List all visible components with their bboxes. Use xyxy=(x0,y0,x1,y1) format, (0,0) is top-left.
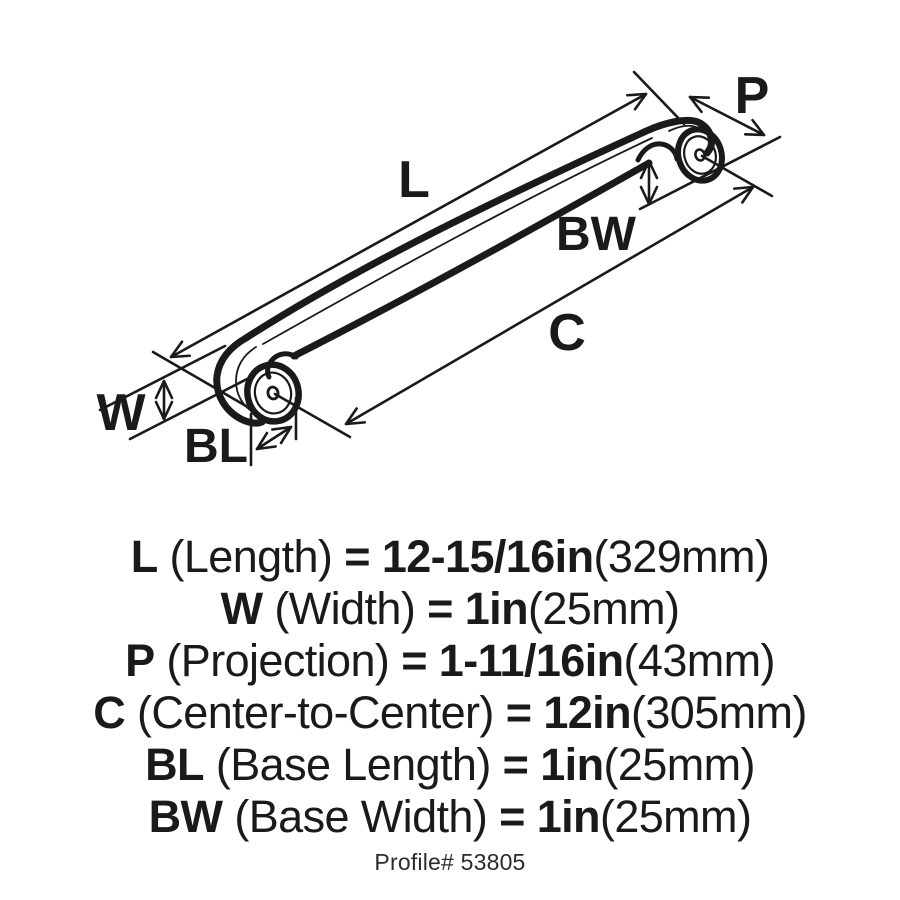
spec-metric: (25mm) xyxy=(603,739,755,790)
spec-abbr: C xyxy=(93,687,126,738)
spec-equals: = xyxy=(344,531,370,582)
spec-name: (Base Width) xyxy=(234,791,488,842)
width-label: W xyxy=(96,384,146,442)
width-boundary-lower xyxy=(128,376,251,441)
spec-metric: (25mm) xyxy=(599,791,752,842)
dimension-spec-list: L (Length) = 12-15/16in(329mm) W (Width)… xyxy=(0,531,900,876)
right-foot-screw-hole xyxy=(694,148,706,162)
spec-row-center-to-center: C (Center-to-Center) = 12in(305mm) xyxy=(0,687,900,739)
projection-dimension-line xyxy=(688,95,766,137)
spec-equals: = xyxy=(505,687,532,738)
center-label: C xyxy=(548,304,586,362)
spec-abbr: P xyxy=(125,635,155,686)
left-foot-outer-ring xyxy=(244,361,302,425)
spec-abbr: W xyxy=(220,583,263,634)
spec-metric: (305mm) xyxy=(630,687,807,738)
spec-equals: = xyxy=(427,583,453,634)
spec-row-base-length: BL (Base Length) = 1in(25mm) xyxy=(0,739,900,791)
spec-metric: (43mm) xyxy=(623,635,776,686)
spec-metric: (329mm) xyxy=(593,531,770,582)
spec-abbr: BL xyxy=(145,739,204,790)
spec-value: 12in xyxy=(543,687,631,738)
base-width-label: BW xyxy=(556,208,637,261)
spec-name: (Width) xyxy=(274,583,416,634)
spec-value: 1-11/16in xyxy=(438,635,624,686)
spec-value: 1in xyxy=(536,791,601,842)
width-boundary-upper xyxy=(98,344,227,412)
length-projection-tick-top-right xyxy=(632,70,686,126)
spec-name: (Base Length) xyxy=(215,739,491,790)
length-label: L xyxy=(398,151,430,209)
projection-label: P xyxy=(735,67,770,125)
base-length-label: BL xyxy=(184,420,248,473)
spec-abbr: BW xyxy=(148,791,223,842)
spec-row-projection: P (Projection) = 1-11/16in(43mm) xyxy=(0,635,900,687)
left-foot-inner-ring xyxy=(253,371,293,415)
spec-value: 12-15/16in xyxy=(381,531,594,582)
handle-diagram-svg: L P BW C W BL xyxy=(96,67,782,473)
base-length-arrow xyxy=(255,425,293,451)
center-dimension-line xyxy=(344,185,755,426)
spec-row-length: L (Length) = 12-15/16in(329mm) xyxy=(0,531,900,583)
left-foot xyxy=(244,361,302,425)
length-tick-lower-left xyxy=(151,350,248,408)
profile-number: Profile# 53805 xyxy=(374,849,526,875)
spec-equals: = xyxy=(502,739,529,790)
left-foot-screw-hole xyxy=(266,385,280,401)
dimension-lines xyxy=(98,70,782,467)
spec-abbr: L xyxy=(130,531,158,582)
spec-equals: = xyxy=(499,791,525,842)
spec-value: 1in xyxy=(464,583,529,634)
spec-equals: = xyxy=(401,635,427,686)
handle-drawing xyxy=(213,116,725,427)
spec-row-base-width: BW (Base Width) = 1in(25mm) xyxy=(0,791,900,843)
spec-name: (Center-to-Center) xyxy=(137,687,494,738)
spec-row-width: W (Width) = 1in(25mm) xyxy=(0,583,900,635)
center-extension-right xyxy=(700,154,774,198)
dimension-diagram: L P BW C W BL xyxy=(96,67,782,473)
spec-metric: (25mm) xyxy=(527,583,680,634)
spec-value: 1in xyxy=(540,739,604,790)
right-foot-inner-ring xyxy=(683,135,717,175)
spec-name: (Projection) xyxy=(166,635,390,686)
handle-right-neck xyxy=(635,141,680,163)
spec-name: (Length) xyxy=(169,531,333,582)
center-extension-left xyxy=(273,392,352,439)
